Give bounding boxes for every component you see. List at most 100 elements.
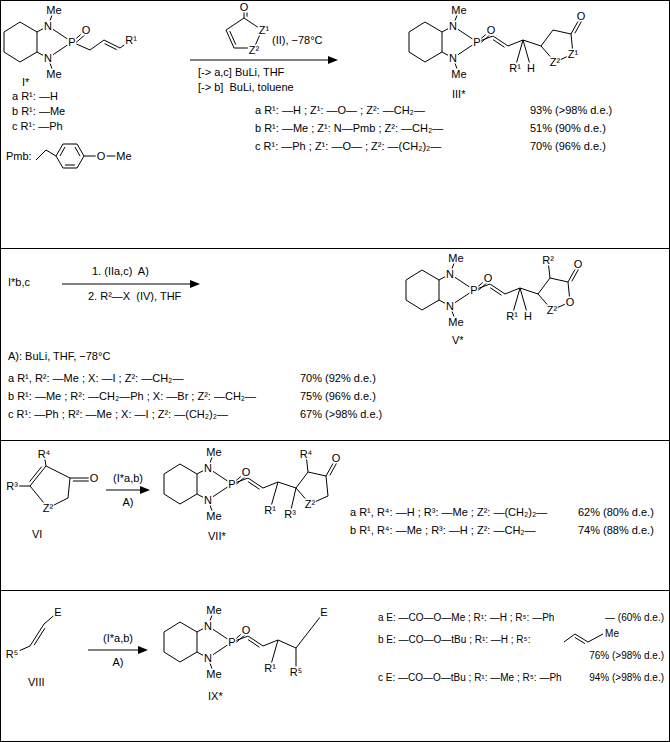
reaction-arrow bbox=[106, 490, 142, 491]
atom-label: E bbox=[319, 607, 328, 618]
atom-label: R³ bbox=[283, 509, 297, 520]
bond-line bbox=[164, 632, 165, 652]
bond-line bbox=[553, 30, 571, 34]
bond-line bbox=[197, 632, 198, 652]
bond-line bbox=[409, 32, 410, 52]
scheme-text: (II), −78°C bbox=[272, 34, 323, 47]
scheme-text: 2. R²—X (IV), THF bbox=[88, 290, 181, 303]
scheme-text: IX* bbox=[208, 690, 223, 703]
scheme-text: 70% (96% d.e.) bbox=[530, 140, 606, 153]
scheme-text: [-> b] BuLi, toluene bbox=[198, 81, 294, 94]
atom-label: O bbox=[483, 273, 494, 284]
double-bond bbox=[230, 31, 236, 45]
ring-bond bbox=[56, 144, 63, 156]
atom-label: O bbox=[239, 2, 250, 13]
bond-line bbox=[505, 288, 520, 294]
scheme-text: 74% (88% d.e.) bbox=[578, 524, 654, 537]
bond-line bbox=[197, 474, 198, 494]
atom-label: Me bbox=[205, 669, 222, 680]
atom-label: Z² bbox=[304, 499, 316, 510]
bond-line bbox=[406, 300, 422, 310]
double-bond bbox=[330, 462, 338, 476]
atom-label: O bbox=[331, 453, 342, 464]
atom-label: Me bbox=[115, 151, 132, 162]
bond-line bbox=[20, 22, 37, 32]
atom-label: Me bbox=[604, 629, 620, 639]
scheme-text: VII* bbox=[208, 530, 226, 543]
bond-line bbox=[409, 52, 425, 62]
atom-label: R¹ bbox=[505, 311, 519, 322]
bond-line bbox=[508, 40, 523, 46]
bond-line bbox=[4, 52, 20, 62]
atom-label: Me bbox=[450, 5, 467, 16]
scheme-text: [-> a,c] BuLi, THF bbox=[198, 66, 284, 79]
arrow-head bbox=[328, 56, 338, 64]
atom-label: A) bbox=[122, 497, 135, 508]
bond-line bbox=[425, 52, 442, 62]
reaction-arrow bbox=[190, 60, 330, 61]
atom-label: E bbox=[53, 607, 62, 618]
scheme-text: III* bbox=[452, 88, 465, 101]
scheme-text: 51% (90% d.e.) bbox=[530, 122, 606, 135]
ring-bond bbox=[60, 147, 65, 156]
atom-label: O bbox=[96, 151, 107, 162]
bond-line bbox=[278, 482, 296, 488]
double-bond bbox=[493, 40, 504, 48]
bond-line bbox=[409, 22, 425, 32]
panel-separator bbox=[0, 248, 670, 249]
atom-label: O bbox=[81, 25, 92, 36]
bond-line bbox=[263, 482, 278, 488]
atom-label: Z¹ bbox=[567, 49, 579, 60]
bond-line bbox=[164, 474, 165, 494]
atom-label: Me bbox=[447, 317, 464, 328]
atom-label: N bbox=[203, 621, 213, 632]
bond-line bbox=[308, 472, 326, 476]
double-bond bbox=[575, 638, 585, 644]
atom-label: P bbox=[67, 37, 76, 48]
atom-label: Me bbox=[205, 511, 222, 522]
panel-separator bbox=[0, 590, 670, 591]
bond-line bbox=[588, 634, 603, 642]
atom-label: R¹ bbox=[124, 35, 138, 46]
bond-line bbox=[326, 476, 328, 496]
bond-line bbox=[296, 472, 308, 488]
bond-line bbox=[442, 32, 443, 52]
scheme-text: 1. (IIa,c) A) bbox=[92, 265, 149, 278]
scheme-text: b R¹: —Me ; R²: —CH₂—Ph ; X: —Br ; Z²: —… bbox=[8, 390, 256, 403]
double-bond bbox=[248, 640, 259, 648]
atom-label: Me bbox=[45, 69, 62, 80]
atom-label: Me bbox=[205, 605, 222, 616]
ring-bond bbox=[56, 156, 63, 168]
double-bond bbox=[105, 44, 117, 50]
bond-line bbox=[523, 40, 541, 46]
bond-line bbox=[538, 278, 550, 294]
atom-label: O bbox=[89, 473, 100, 484]
panel-separator bbox=[0, 440, 670, 441]
atom-label: Z¹ bbox=[258, 25, 270, 36]
scheme-text: a R¹: —H ; Z¹: —O— ; Z²: —CH₂— bbox=[255, 104, 425, 117]
atom-label: A) bbox=[112, 657, 125, 668]
atom-label: R³ bbox=[5, 481, 19, 492]
scheme-text: b R¹: —Me ; Z¹: N—Pmb ; Z²: —CH₂— bbox=[255, 122, 443, 135]
atom-label: N bbox=[203, 463, 213, 474]
double-bond bbox=[34, 628, 45, 645]
scheme-text: a R¹, R²: —Me ; X: —I ; Z²: —CH₂— bbox=[8, 372, 183, 385]
bond-line bbox=[164, 464, 180, 474]
arrow-head bbox=[140, 486, 150, 494]
atom-label: Z² bbox=[546, 305, 558, 316]
double-bond bbox=[575, 20, 583, 34]
bond-line bbox=[278, 640, 296, 648]
bond-line bbox=[180, 464, 197, 474]
ring-bond bbox=[77, 144, 84, 156]
scheme-text: 94% (>98% d.e.) bbox=[589, 672, 664, 684]
scheme-text: c R¹: —Ph bbox=[12, 120, 63, 133]
ring-bond bbox=[77, 156, 84, 168]
bond-line bbox=[550, 278, 568, 282]
atom-label: O bbox=[565, 297, 576, 308]
scheme-text: 93% (>98% d.e.) bbox=[530, 104, 612, 117]
bond-line bbox=[425, 22, 442, 32]
reaction-arrow bbox=[62, 284, 192, 285]
atom-label: P bbox=[227, 479, 236, 490]
ring-bond bbox=[65, 165, 75, 166]
